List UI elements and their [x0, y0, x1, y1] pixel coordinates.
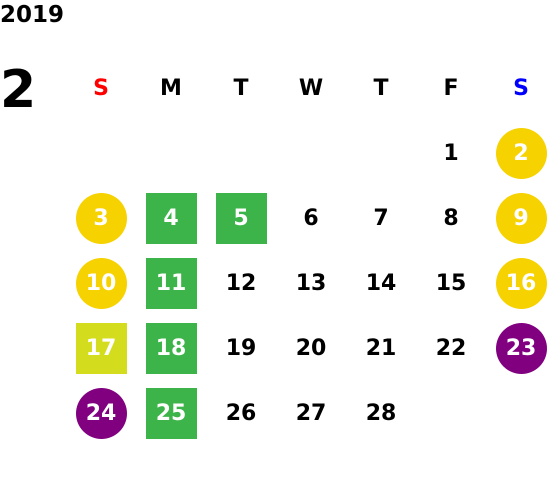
- day-cell: 19: [206, 316, 276, 381]
- weekday-header: M: [160, 76, 182, 101]
- day-cell: 8: [416, 186, 486, 251]
- day-cell: 17: [66, 316, 136, 381]
- day-number[interactable]: 2: [495, 128, 547, 179]
- calendar-year: 2019: [0, 2, 65, 28]
- day-number[interactable]: 15: [435, 271, 467, 296]
- day-number[interactable]: 24: [75, 388, 127, 439]
- day-cell: 5: [206, 186, 276, 251]
- day-number[interactable]: 11: [145, 258, 197, 309]
- calendar-month: 2: [0, 60, 37, 120]
- day-number[interactable]: 12: [225, 271, 257, 296]
- day-cell: 15: [416, 251, 486, 316]
- day-number[interactable]: 6: [303, 206, 319, 231]
- day-number[interactable]: 18: [145, 323, 197, 374]
- empty-day-cell: [486, 381, 548, 446]
- day-cell: 23: [486, 316, 548, 381]
- day-number[interactable]: 7: [373, 206, 389, 231]
- day-number[interactable]: 10: [75, 258, 127, 309]
- day-cell: 14: [346, 251, 416, 316]
- empty-day-cell: [276, 121, 346, 186]
- day-number[interactable]: 20: [295, 336, 327, 361]
- day-cell: 25: [136, 381, 206, 446]
- empty-day-cell: [416, 381, 486, 446]
- day-number[interactable]: 26: [225, 401, 257, 426]
- day-number[interactable]: 23: [495, 323, 547, 374]
- day-cell: 1: [416, 121, 486, 186]
- day-number[interactable]: 17: [75, 323, 127, 374]
- day-number[interactable]: 25: [145, 388, 197, 439]
- day-cell: 4: [136, 186, 206, 251]
- day-number[interactable]: 16: [495, 258, 547, 309]
- day-cell: 11: [136, 251, 206, 316]
- day-number[interactable]: 4: [145, 193, 197, 244]
- day-cell: 6: [276, 186, 346, 251]
- day-number[interactable]: 1: [443, 141, 459, 166]
- empty-day-cell: [346, 121, 416, 186]
- weekday-header: T: [233, 76, 249, 101]
- day-cell: 18: [136, 316, 206, 381]
- day-number[interactable]: 14: [365, 271, 397, 296]
- day-cell: 13: [276, 251, 346, 316]
- empty-day-cell: [66, 121, 136, 186]
- day-cell: 21: [346, 316, 416, 381]
- weekday-header: S: [93, 76, 109, 101]
- day-number[interactable]: 5: [215, 193, 267, 244]
- day-cell: 7: [346, 186, 416, 251]
- day-number[interactable]: 21: [365, 336, 397, 361]
- day-cell: 2: [486, 121, 548, 186]
- day-number[interactable]: 8: [443, 206, 459, 231]
- day-cell: 9: [486, 186, 548, 251]
- day-number[interactable]: 3: [75, 193, 127, 244]
- empty-day-cell: [136, 121, 206, 186]
- empty-day-cell: [206, 121, 276, 186]
- day-cell: 26: [206, 381, 276, 446]
- day-cell: 28: [346, 381, 416, 446]
- day-cell: 3: [66, 186, 136, 251]
- weekday-header: S: [513, 76, 529, 101]
- day-cell: 10: [66, 251, 136, 316]
- day-number[interactable]: 22: [435, 336, 467, 361]
- weekday-header: T: [373, 76, 389, 101]
- day-cell: 20: [276, 316, 346, 381]
- day-cell: 12: [206, 251, 276, 316]
- weekday-header: F: [443, 76, 459, 101]
- weekday-header: W: [298, 76, 324, 101]
- day-number[interactable]: 28: [365, 401, 397, 426]
- day-number[interactable]: 19: [225, 336, 257, 361]
- day-cell: 24: [66, 381, 136, 446]
- day-number[interactable]: 27: [295, 401, 327, 426]
- day-cell: 16: [486, 251, 548, 316]
- day-cell: 27: [276, 381, 346, 446]
- day-number[interactable]: 9: [495, 193, 547, 244]
- day-number[interactable]: 13: [295, 271, 327, 296]
- day-cell: 22: [416, 316, 486, 381]
